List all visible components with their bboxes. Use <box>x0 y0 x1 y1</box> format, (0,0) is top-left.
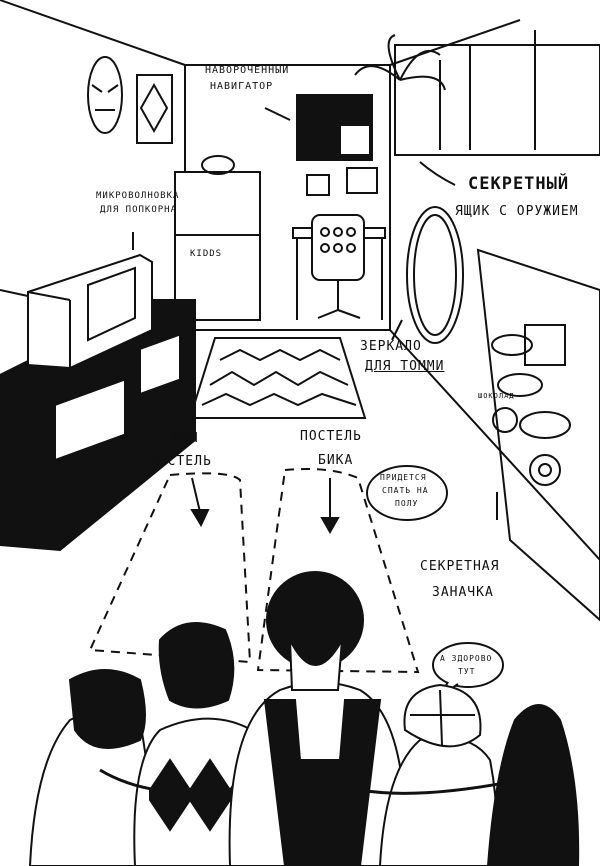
floor-bubble-line3: полу <box>395 499 419 508</box>
my-bed-label-line1: Моя <box>172 431 199 446</box>
navigator-label-line2: навигатор <box>210 81 274 92</box>
tapestry-decoration <box>136 74 173 144</box>
secret-weapons-label-line2: ящик с оружием <box>455 204 579 219</box>
my-bed-label-line2: постель <box>150 454 212 469</box>
hello-bubble-line1: А здорово <box>440 654 493 663</box>
kids-group <box>28 571 580 866</box>
bed-outlines <box>88 468 420 674</box>
stash-label-line2: заначка <box>432 585 494 600</box>
hello-bubble-line2: тут <box>458 667 476 676</box>
rug <box>188 337 367 419</box>
bed-arrows <box>190 477 340 535</box>
mirror <box>406 206 464 344</box>
mirror-label-line1: Зеркало <box>360 339 422 354</box>
secret-weapons-label-line1: Секретный <box>468 174 570 194</box>
mirror-label-line2: для Томми <box>365 359 445 374</box>
floor-bubble-line1: Придется <box>380 473 427 482</box>
navigator-label-line1: Навороченный <box>205 65 290 76</box>
microwave-label-line1: Микроволновка <box>96 191 180 201</box>
floor-bubble-line2: спать на <box>382 486 429 495</box>
pointer-arrows <box>132 107 498 520</box>
secret-stash <box>476 248 600 622</box>
bik-bed-label-line2: Бика <box>318 453 354 468</box>
bik-bed-label-line1: Постель <box>300 429 362 444</box>
plant <box>354 34 446 91</box>
microwave <box>27 253 153 370</box>
mask-decoration <box>87 56 123 134</box>
chocolate-label: Шоколад <box>478 392 515 400</box>
floor-bubble <box>366 465 448 521</box>
stash-label-line1: Секретная <box>420 559 500 574</box>
fridge <box>174 155 261 321</box>
hello-bubble <box>432 642 504 697</box>
microwave-label-line2: для попкорна <box>100 205 178 215</box>
fridge-magnets: KIDDS <box>190 249 223 259</box>
navigator-console <box>292 94 386 320</box>
